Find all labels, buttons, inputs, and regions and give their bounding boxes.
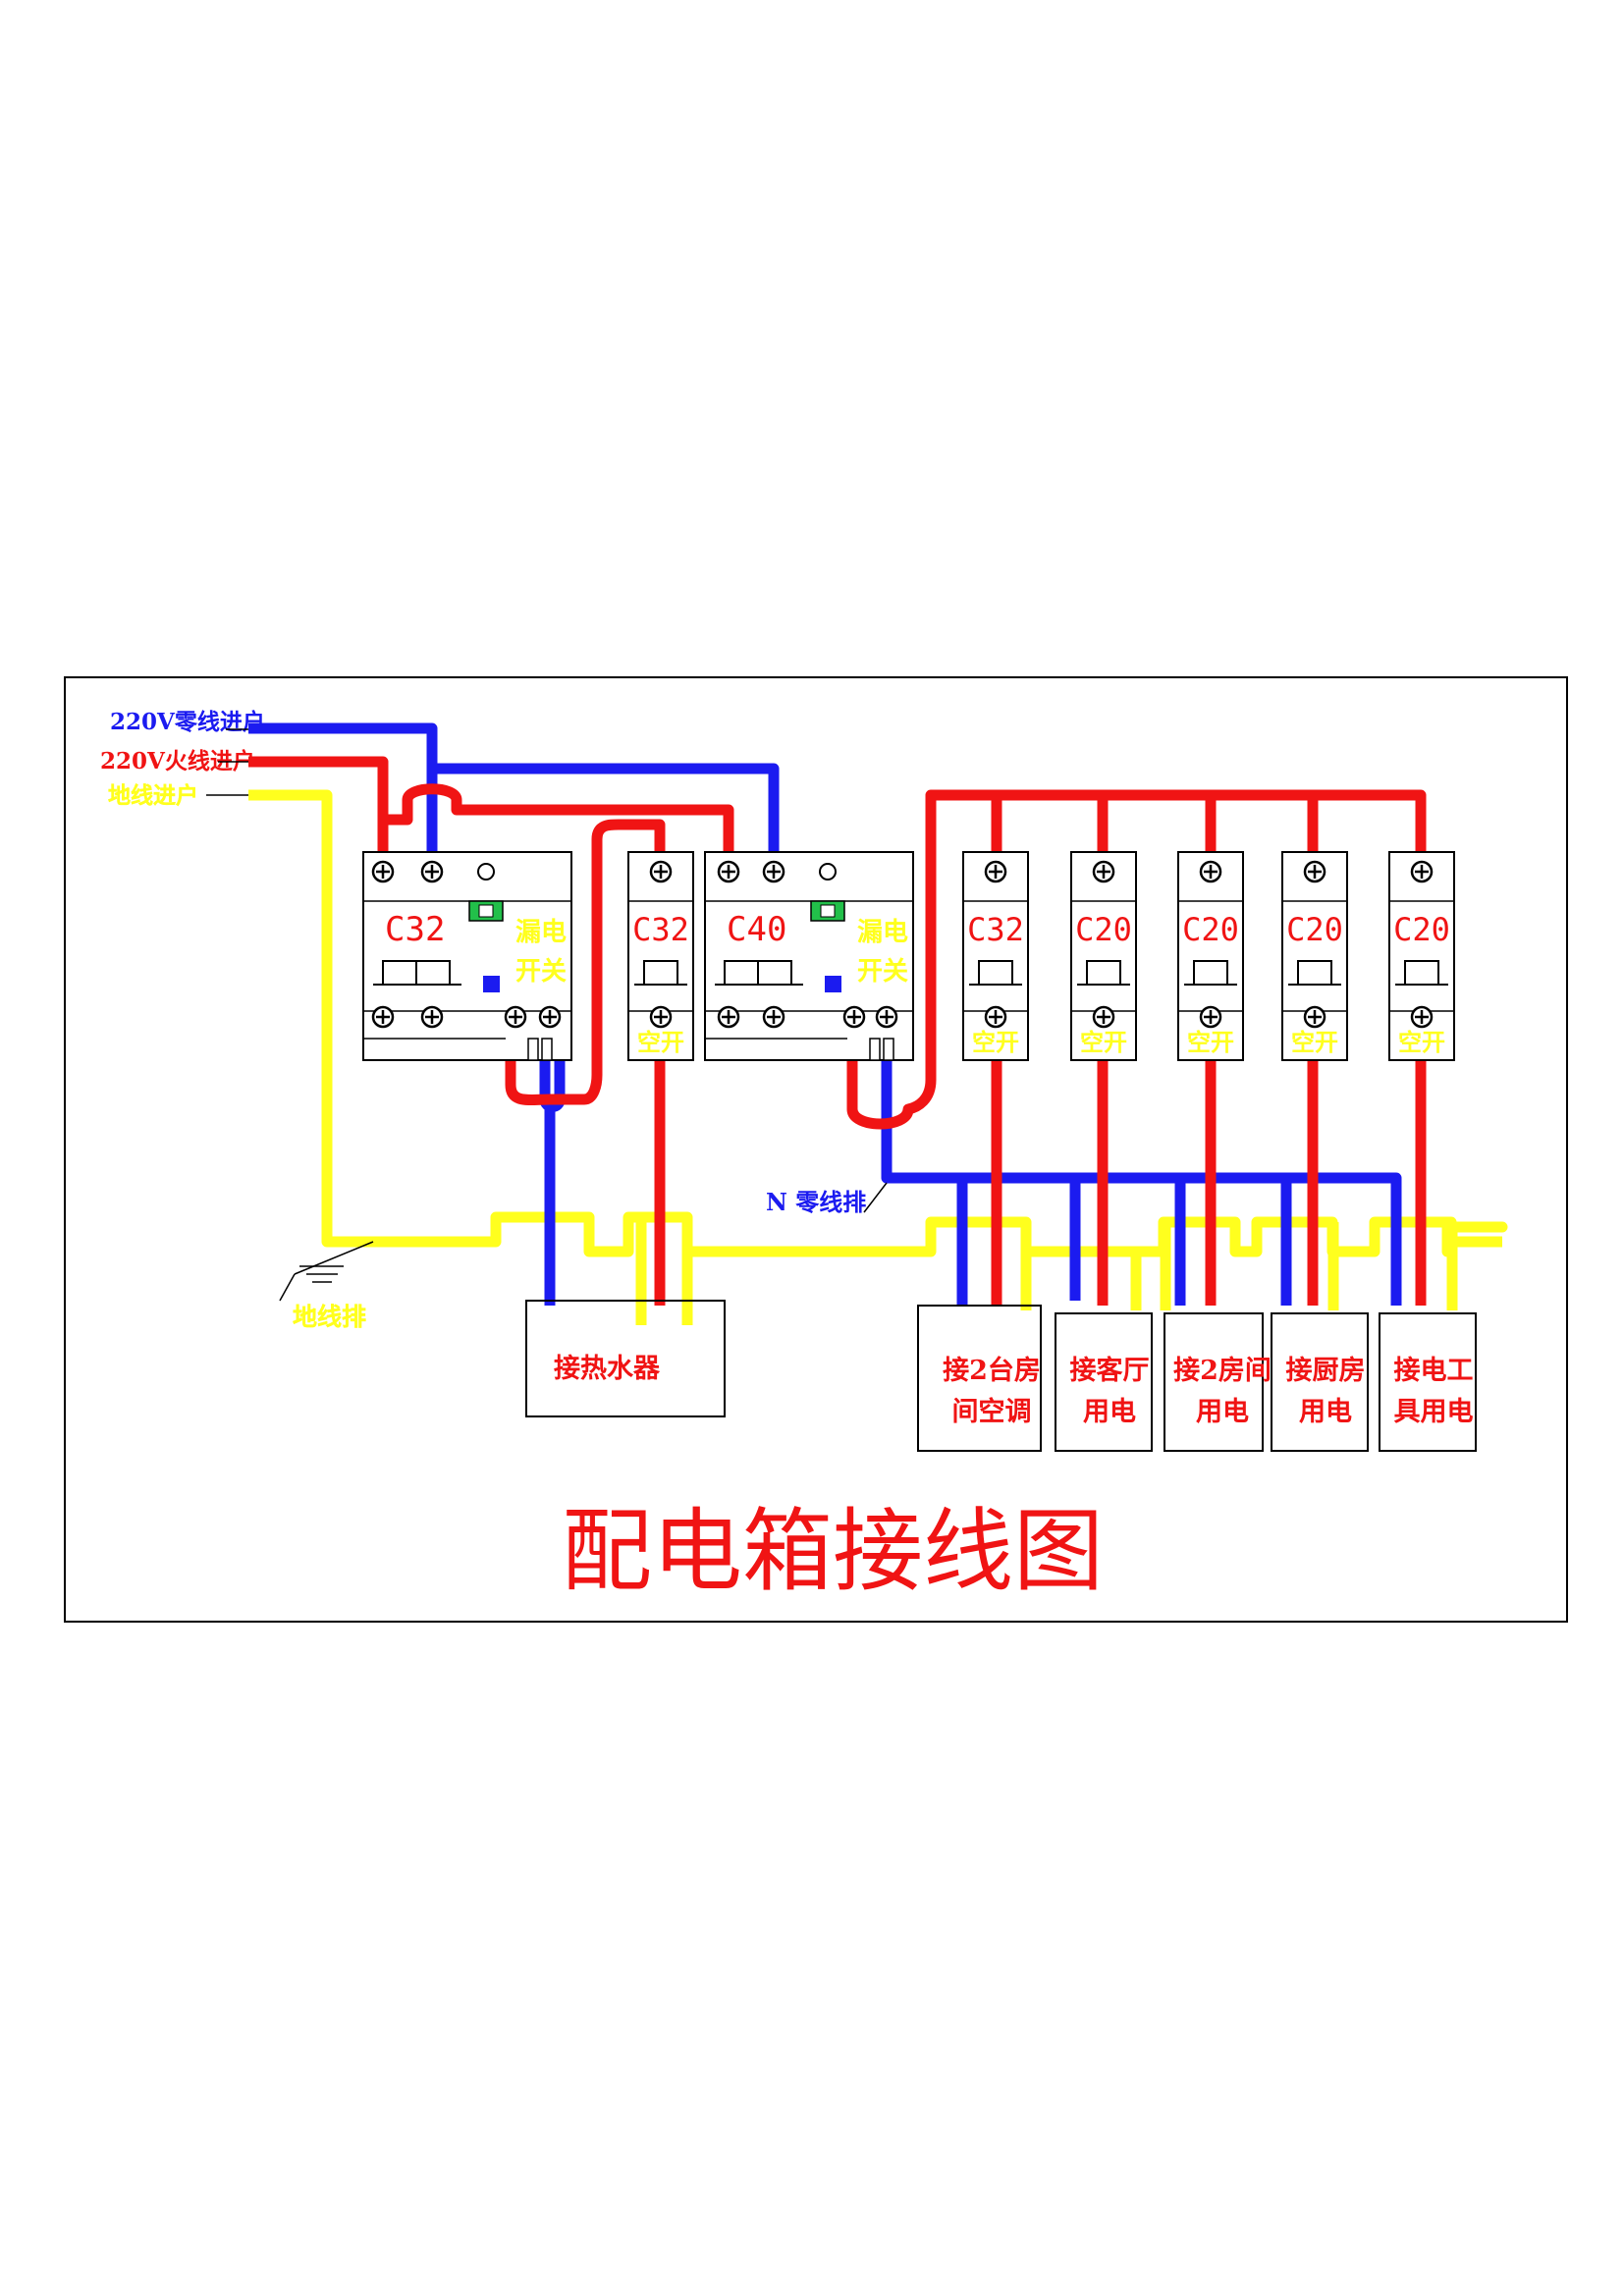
screw-terminal-icon[interactable] [649, 1005, 673, 1029]
load-label: 接热水器 [554, 1354, 661, 1384]
earth-ground-icon [279, 1241, 374, 1302]
neutral-input-label: 220V零线进户 [110, 709, 265, 735]
mcb-breaker[interactable]: C20 空开 [1281, 851, 1348, 1061]
screw-terminal-icon[interactable] [420, 1005, 444, 1029]
load-label: 接2房间 [1173, 1356, 1272, 1386]
mcb-breaker[interactable]: C32 空开 [962, 851, 1029, 1061]
screw-terminal-icon[interactable] [1092, 860, 1115, 883]
breaker-rating: C32 [385, 910, 445, 949]
earth-input-label: 地线进户 [108, 782, 198, 809]
load-boxes: 接热水器接2台房间空调接客厅用电接2房间用电接厨房用电接电工具用电 [525, 1300, 1477, 1452]
screw-terminal-icon[interactable] [538, 1005, 562, 1029]
test-button-icon[interactable] [810, 900, 845, 922]
breaker-kind: 开关 [857, 957, 908, 987]
load-label: 具用电 [1394, 1397, 1474, 1427]
mcb-breaker[interactable]: C32 空开 [627, 851, 694, 1061]
screw-terminal-icon[interactable] [420, 860, 444, 883]
earth-bar-label: 地线排 [293, 1303, 366, 1331]
breaker-rating: C32 [967, 911, 1024, 948]
screw-terminal-icon[interactable] [1199, 860, 1222, 883]
breaker-rating: C20 [1075, 911, 1132, 948]
load-label: 间空调 [952, 1396, 1032, 1427]
load-label: 接客厅 [1070, 1355, 1150, 1386]
breaker-rating: C20 [1393, 911, 1450, 948]
load-label: 接厨房 [1286, 1356, 1366, 1386]
screw-terminal-icon[interactable] [1303, 1005, 1326, 1029]
indicator-icon [819, 863, 837, 881]
breaker-kind: 空开 [1187, 1028, 1234, 1056]
test-button-icon[interactable] [468, 900, 504, 922]
breaker-kind: 漏电 [857, 918, 908, 947]
screw-terminal-icon[interactable] [1199, 1005, 1222, 1029]
earth-wires [248, 789, 1508, 1325]
indicator-icon [477, 863, 495, 881]
mcb-breaker[interactable]: C20 空开 [1388, 851, 1455, 1061]
screw-terminal-icon[interactable] [371, 860, 395, 883]
screw-terminal-icon[interactable] [984, 1005, 1007, 1029]
screw-terminal-icon[interactable] [842, 1005, 866, 1029]
mcb-breaker[interactable]: C20 空开 [1177, 851, 1244, 1061]
screw-terminal-icon[interactable] [875, 1005, 898, 1029]
load-label: 接电工 [1394, 1356, 1474, 1386]
screw-terminal-icon[interactable] [504, 1005, 527, 1029]
breaker-kind: 空开 [972, 1028, 1019, 1056]
neutral-bar-leader [863, 1182, 888, 1213]
screw-terminal-icon[interactable] [1092, 1005, 1115, 1029]
mcb-breaker[interactable]: C20 空开 [1070, 851, 1137, 1061]
screw-terminal-icon[interactable] [649, 860, 673, 883]
screw-terminal-icon[interactable] [1303, 860, 1326, 883]
screw-terminal-icon[interactable] [984, 860, 1007, 883]
screw-terminal-icon[interactable] [1410, 860, 1434, 883]
breaker-kind: 开关 [515, 957, 567, 987]
screw-terminal-icon[interactable] [717, 1005, 740, 1029]
breaker-kind: 空开 [637, 1028, 684, 1056]
page-title: 配电箱接线图 [562, 1499, 1104, 1604]
breaker-kind: 漏电 [515, 918, 567, 947]
screw-terminal-icon[interactable] [1410, 1005, 1434, 1029]
load-label: 用电 [1083, 1397, 1136, 1427]
breaker-rating: C20 [1286, 911, 1343, 948]
status-square-icon [483, 976, 500, 992]
breaker-kind: 空开 [1291, 1028, 1338, 1056]
diagram-frame [64, 676, 1568, 1623]
neutral-wires [248, 722, 1402, 1306]
breaker-rating: C20 [1182, 911, 1239, 948]
load-label: 用电 [1196, 1397, 1249, 1427]
neutral-bar-label: N 零线排 [766, 1188, 866, 1216]
screw-terminal-icon[interactable] [717, 860, 740, 883]
load-label: 用电 [1299, 1397, 1352, 1427]
breaker-rating: C40 [727, 910, 786, 949]
screw-terminal-icon[interactable] [762, 860, 785, 883]
load-label: 接2台房 [943, 1355, 1041, 1386]
load-box: 接热水器 [525, 1300, 726, 1417]
breaker-rating: C32 [632, 911, 689, 948]
live-wires [248, 756, 1427, 1306]
screw-terminal-icon[interactable] [762, 1005, 785, 1029]
breaker-kind: 空开 [1398, 1028, 1445, 1056]
status-square-icon [825, 976, 841, 992]
screw-terminal-icon[interactable] [371, 1005, 395, 1029]
breaker-kind: 空开 [1080, 1028, 1127, 1056]
